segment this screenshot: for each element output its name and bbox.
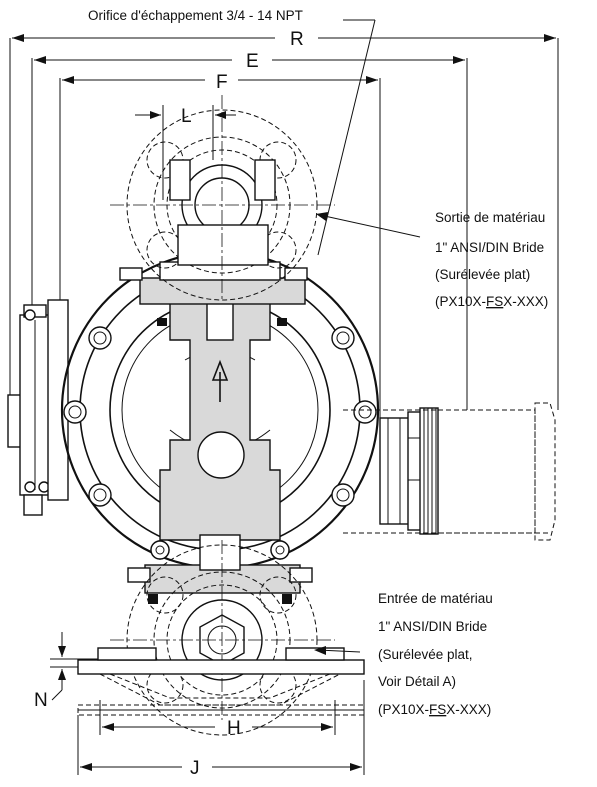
inlet-label-3: (Surélevée plat, xyxy=(378,647,473,662)
outlet-label-1: Sortie de matériau xyxy=(435,210,545,225)
outlet-part-number: (PX10X-FSX-XXX) xyxy=(435,294,548,309)
outlet-label-3: (Surélevée plat) xyxy=(435,267,530,282)
dimension-f-label: F xyxy=(216,72,228,93)
dimension-r-label: R xyxy=(290,29,304,50)
inlet-part-number: (PX10X-FSX-XXX) xyxy=(378,702,491,717)
dimension-h-label: H xyxy=(227,718,241,739)
pump-base xyxy=(77,647,365,716)
callout-labels: Orifice d'échappement 3/4 - 14 NPT Sorti… xyxy=(88,8,548,717)
exhaust-label: Orifice d'échappement 3/4 - 14 NPT xyxy=(88,8,303,23)
cap-bolts xyxy=(63,326,377,560)
outlet-flange xyxy=(110,95,335,301)
pump-body xyxy=(60,250,380,604)
leader-lines xyxy=(314,19,421,655)
inlet-label-2: 1" ANSI/DIN Bride xyxy=(378,619,487,634)
air-valve-housing xyxy=(7,299,69,516)
dimension-j-label: J xyxy=(190,758,200,779)
dimension-n-label: N xyxy=(34,690,48,711)
inlet-label-4: Voir Détail A) xyxy=(378,674,456,689)
dimension-l-label: L xyxy=(181,106,192,127)
outlet-label-2: 1" ANSI/DIN Bride xyxy=(435,240,544,255)
inlet-label-1: Entrée de matériau xyxy=(378,591,493,606)
dimension-labels: R E F L H J N xyxy=(34,29,304,779)
dimension-e-label: E xyxy=(246,51,259,72)
exhaust-muffler xyxy=(343,402,556,541)
